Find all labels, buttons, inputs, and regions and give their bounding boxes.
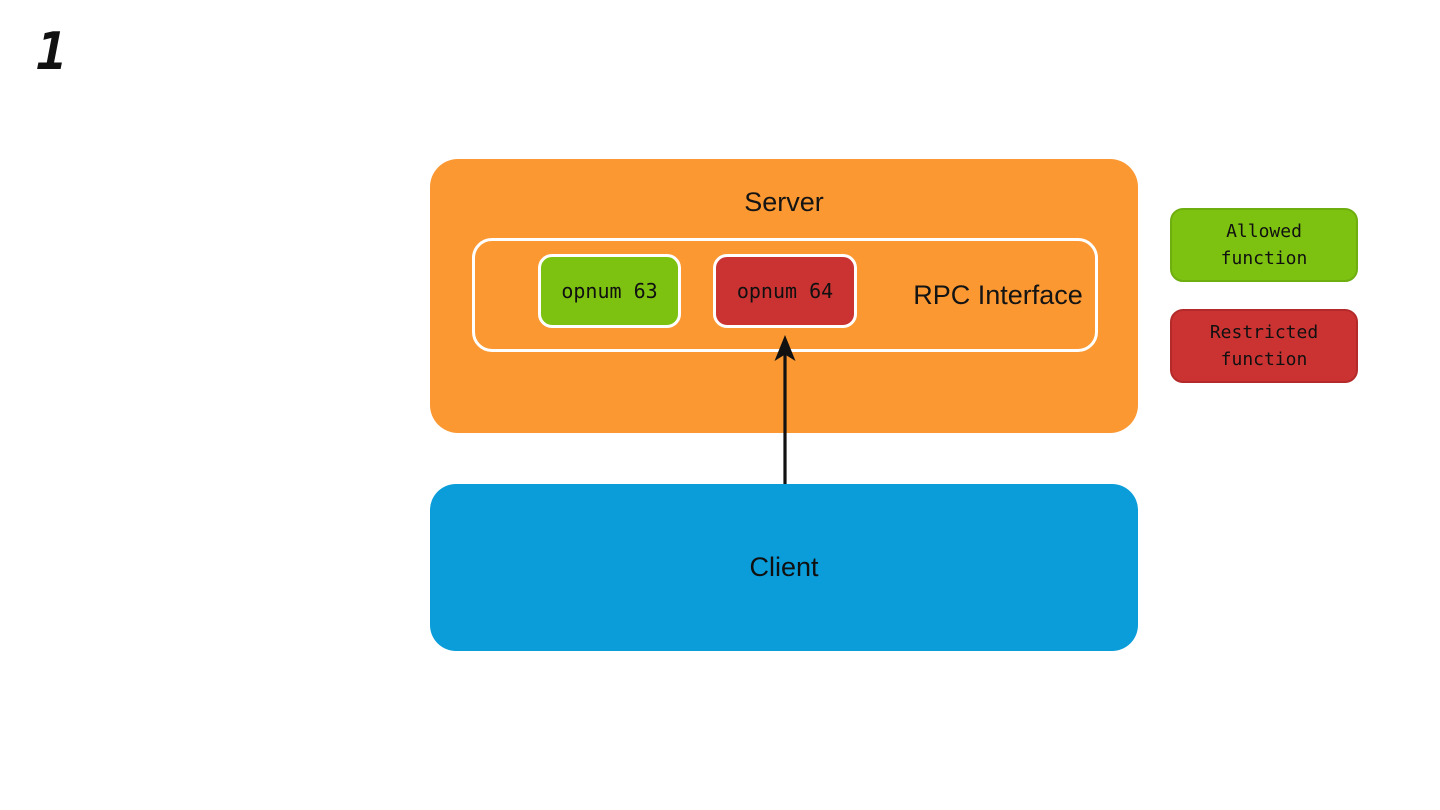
legend-restricted-function: Restricted function xyxy=(1170,309,1358,383)
client-label: Client xyxy=(749,552,819,582)
opnum-63-box: opnum 63 xyxy=(538,254,681,328)
rpc-interface-box: opnum 63 opnum 64 RPC Interface xyxy=(472,238,1098,352)
opnum-64-box: opnum 64 xyxy=(713,254,857,328)
rpc-interface-label: RPC Interface xyxy=(913,279,1083,310)
server-label: Server xyxy=(744,187,824,217)
legend-allowed-function: Allowed function xyxy=(1170,208,1358,282)
slide-number: 1 xyxy=(36,22,68,82)
client-box: Client xyxy=(430,484,1138,651)
client-to-opnum64-arrow xyxy=(774,335,796,484)
